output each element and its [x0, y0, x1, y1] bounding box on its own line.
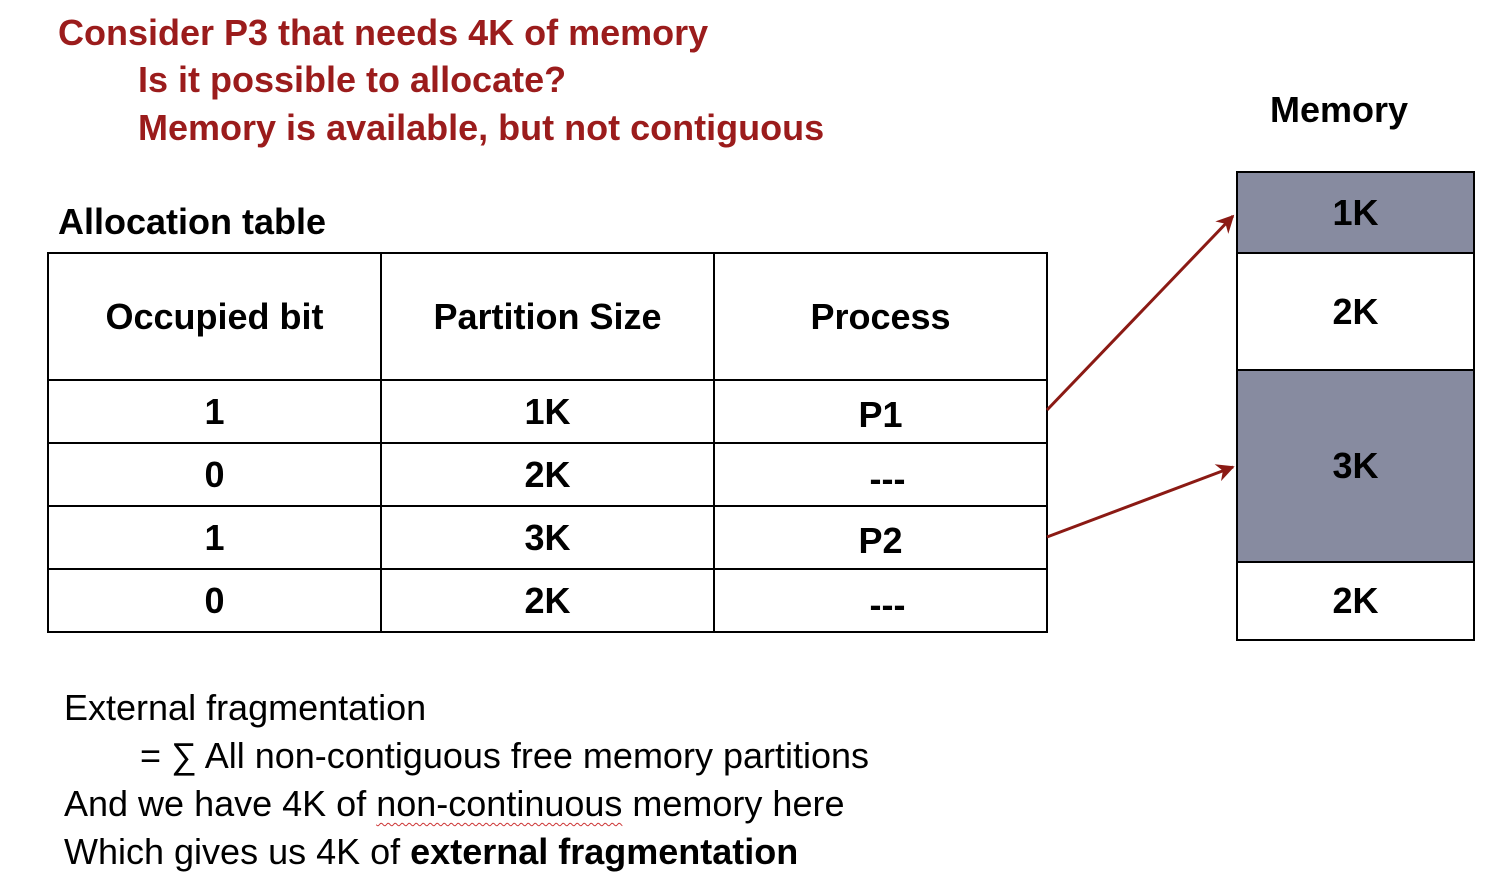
spellcheck-word: non-continuous [376, 783, 623, 824]
question-line-2: Is it possible to allocate? [138, 59, 567, 100]
row4-process: --- [713, 568, 1048, 633]
note-line-3: And we have 4K of non-continuous memory … [64, 784, 844, 824]
note-line-3-end: memory here [622, 783, 845, 824]
question-line-3: Memory is available, but not contiguous [138, 107, 825, 148]
arrow-p2-to-3k [1046, 464, 1235, 539]
note-line-2: = ∑ All non-contiguous free memory parti… [140, 735, 870, 776]
row1-partition-size: 1K [380, 379, 715, 444]
arrow-p1-to-1k [1045, 214, 1235, 412]
row4-partition-size: 2K [380, 568, 715, 633]
note-line-4: Which gives us 4K of external fragmentat… [64, 832, 798, 872]
memory-block-3k-occupied: 3K [1236, 369, 1475, 563]
memory-block-2k-free-bottom: 2K [1236, 561, 1475, 641]
row1-occupied-bit: 1 [47, 379, 382, 444]
allocation-table: Occupied bit Partition Size Process 1 1K… [47, 252, 1048, 633]
note-line-1: External fragmentation [64, 687, 427, 728]
note-line-4-start: Which gives us 4K of [64, 831, 411, 872]
memory-stack: 1K 2K 3K 2K [1236, 171, 1475, 641]
row2-process: --- [713, 442, 1048, 507]
row3-occupied-bit: 1 [47, 505, 382, 570]
note-line-3-start: And we have 4K of [64, 783, 377, 824]
row2-occupied-bit: 0 [47, 442, 382, 507]
question-line-1: Consider P3 that needs 4K of memory [58, 12, 709, 53]
header-partition-size: Partition Size [380, 252, 715, 381]
header-process: Process [713, 252, 1048, 381]
memory-block-2k-free: 2K [1236, 252, 1475, 371]
row2-partition-size: 2K [380, 442, 715, 507]
header-occupied-bit: Occupied bit [47, 252, 382, 381]
external-fragmentation-term: external fragmentation [410, 831, 799, 872]
row4-occupied-bit: 0 [47, 568, 382, 633]
memory-title: Memory [1270, 89, 1409, 130]
memory-block-1k-occupied: 1K [1236, 171, 1475, 254]
allocation-table-title: Allocation table [58, 201, 327, 242]
row1-process: P1 [713, 379, 1048, 444]
row3-partition-size: 3K [380, 505, 715, 570]
row3-process: P2 [713, 505, 1048, 570]
